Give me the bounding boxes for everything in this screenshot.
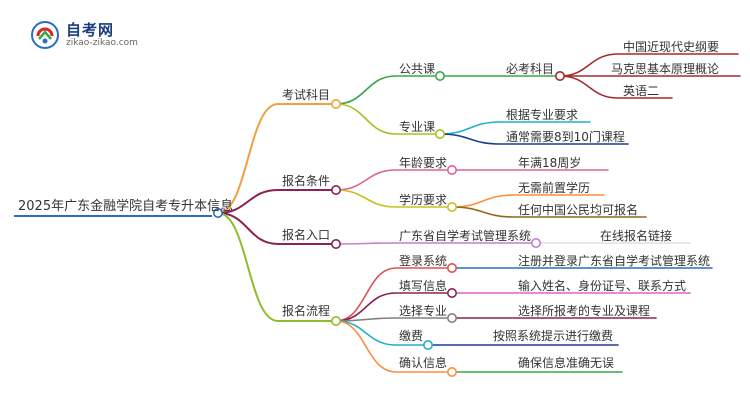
node-select-major: 选择专业: [399, 304, 448, 318]
edge-req-english: [559, 75, 673, 99]
leaf-any-citizen: 任何中国公民均可报名: [518, 203, 639, 217]
edge-flow-fill: [335, 292, 453, 322]
leaf-per-major: 根据专业要求: [506, 108, 579, 122]
site-logo[interactable]: 自考网 zikao-zikao.com: [30, 18, 150, 52]
dot-fill: [446, 287, 457, 298]
dot-age: [446, 165, 457, 176]
node-confirm-info: 确认信息: [399, 356, 448, 370]
logo-url: zikao-zikao.com: [66, 38, 138, 48]
edge-cond-age: [335, 169, 453, 191]
dot-root: [213, 208, 224, 219]
dot-login: [446, 262, 457, 273]
node-login: 登录系统: [399, 254, 448, 268]
node-fill-info: 填写信息: [399, 279, 448, 293]
edge-root-exam: [217, 103, 337, 214]
leaf-marxism: 马克思基本原理概论: [611, 62, 720, 76]
edge-edu-c1: [451, 194, 605, 208]
dot-pay: [422, 339, 433, 350]
branch-entry: 报名入口: [282, 228, 331, 242]
branch-exam-subjects: 考试科目: [282, 88, 331, 102]
edge-exam-major: [335, 103, 441, 135]
edge-root-cond: [217, 189, 337, 214]
edge-major-c1: [439, 121, 591, 135]
edge-major-c2: [439, 133, 629, 145]
dot-exam: [330, 99, 341, 110]
node-payment: 缴费: [399, 329, 424, 343]
root-topic: 2025年广东金融学院自考专升本信息: [18, 199, 234, 214]
node-major-courses: 专业课: [399, 120, 436, 134]
leaf-name-id-contact: 输入姓名、身份证号、联系方式: [518, 279, 687, 293]
node-age-requirement: 年龄要求: [399, 156, 448, 170]
dot-select: [446, 312, 457, 323]
leaf-modern-history: 中国近现代史纲要: [623, 40, 720, 54]
leaf-register-login: 注册并登录广东省自学考试管理系统: [518, 254, 711, 268]
dot-required: [554, 71, 565, 82]
edge-flow-login: [335, 267, 453, 322]
leaf-select-major-courses: 选择所报考的专业及课程: [518, 304, 651, 318]
node-public-courses: 公共课: [399, 62, 436, 76]
node-required-subjects: 必考科目: [506, 62, 555, 76]
leaf-online-link: 在线报名链接: [600, 229, 673, 243]
dot-edu: [446, 202, 457, 213]
leaf-english-2: 英语二: [623, 84, 660, 98]
logo-badge-icon: [31, 21, 59, 49]
node-exam-system: 广东省自学考试管理系统: [399, 229, 532, 243]
branch-requirements: 报名条件: [282, 174, 331, 188]
edge-flow-pay: [335, 320, 429, 346]
node-education-requirement: 学历要求: [399, 193, 448, 207]
dot-public: [434, 71, 445, 82]
edge-cond-edu: [335, 189, 453, 208]
dot-system: [530, 238, 541, 249]
dot-cond: [330, 185, 341, 196]
edge-flow-select: [335, 317, 453, 322]
dot-flow: [330, 315, 341, 326]
logo-title: 自考网: [66, 21, 115, 39]
leaf-age-18: 年满18周岁: [518, 156, 582, 170]
edge-root-flow: [217, 212, 337, 322]
dot-confirm: [446, 366, 457, 377]
leaf-pay-per-prompt: 按照系统提示进行缴费: [493, 329, 614, 343]
dot-entry: [330, 239, 341, 250]
edge-entry-system: [335, 242, 537, 245]
edge-root-entry: [217, 212, 337, 245]
dot-major: [434, 129, 445, 140]
leaf-no-prior-degree: 无需前置学历: [518, 181, 591, 195]
leaf-8-to-10-courses: 通常需要8到10门课程: [506, 130, 625, 144]
edge-edu-c2: [451, 206, 647, 218]
branch-process: 报名流程: [282, 304, 331, 318]
edge-exam-public: [335, 75, 441, 105]
edge-flow-confirm: [335, 320, 453, 373]
leaf-ensure-accuracy: 确保信息准确无误: [518, 356, 615, 370]
